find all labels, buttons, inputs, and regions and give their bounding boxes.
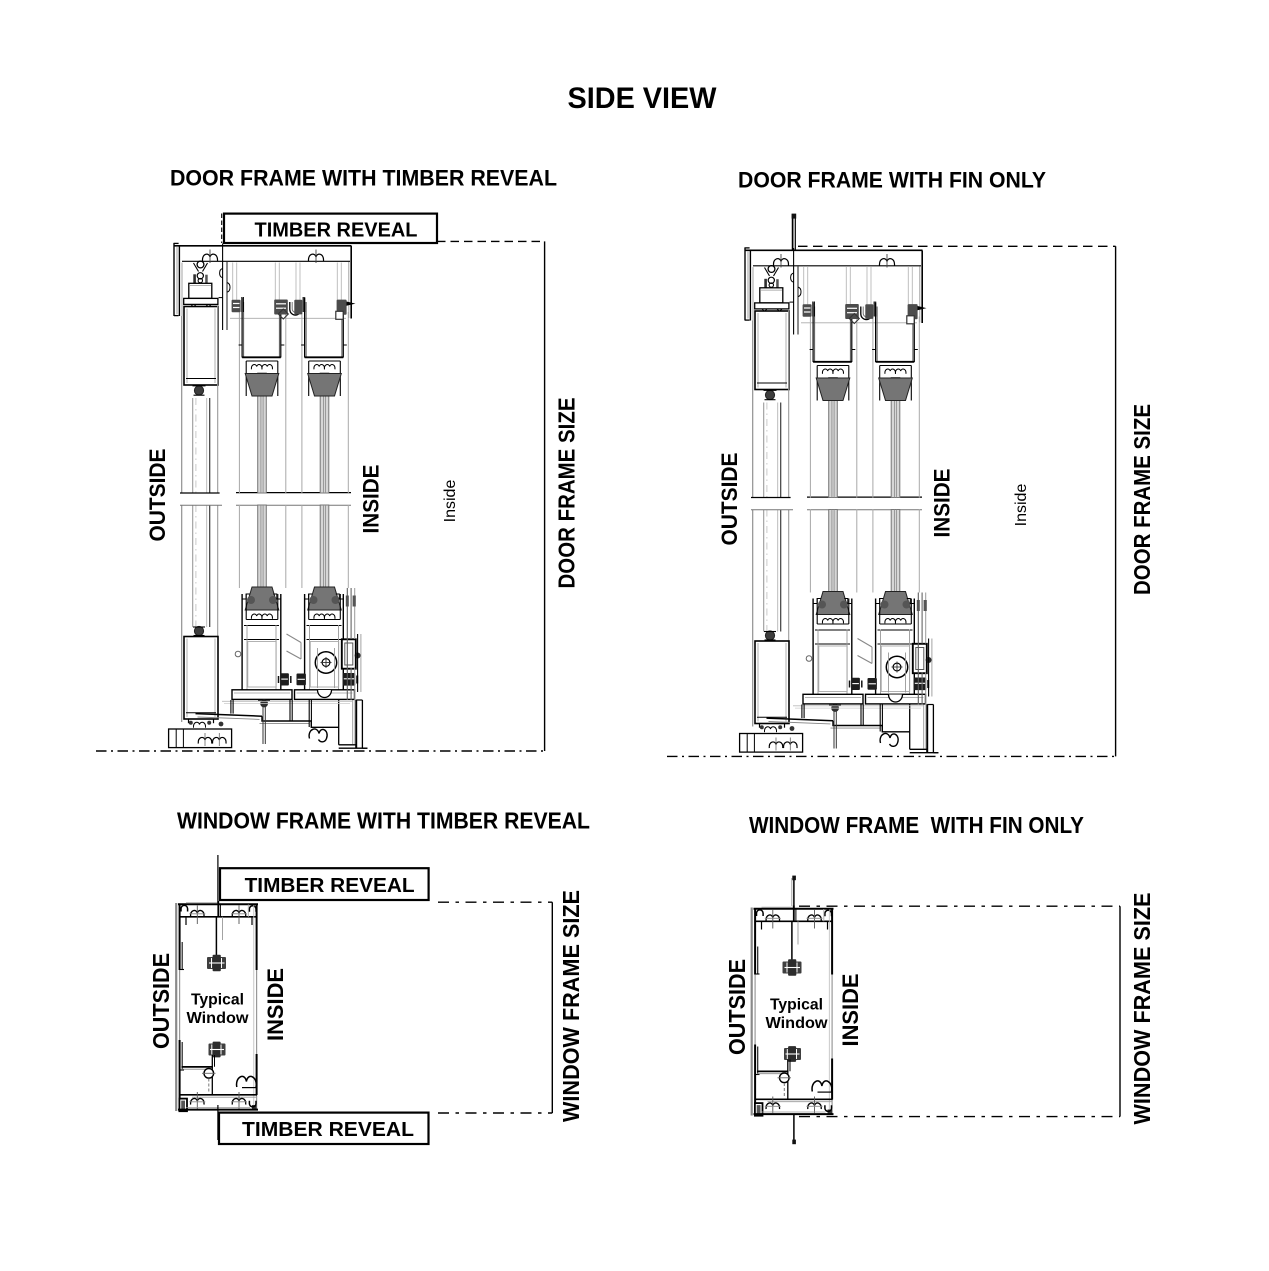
svg-text:TIMBER REVEAL: TIMBER REVEAL xyxy=(242,1119,414,1141)
svg-text:INSIDE: INSIDE xyxy=(930,469,955,538)
svg-text:WINDOW FRAME WITH FIN ONLY: WINDOW FRAME WITH FIN ONLY xyxy=(749,812,1084,838)
svg-text:Inside: Inside xyxy=(1013,484,1030,527)
svg-text:OUTSIDE: OUTSIDE xyxy=(145,449,170,542)
svg-text:INSIDE: INSIDE xyxy=(838,974,863,1047)
svg-text:Typical: Typical xyxy=(191,992,244,1009)
svg-text:Typical: Typical xyxy=(770,997,823,1014)
svg-text:OUTSIDE: OUTSIDE xyxy=(724,959,750,1055)
svg-text:INSIDE: INSIDE xyxy=(359,465,384,534)
svg-text:TIMBER REVEAL: TIMBER REVEAL xyxy=(245,875,415,897)
svg-text:WINDOW FRAME SIZE: WINDOW FRAME SIZE xyxy=(1129,893,1155,1125)
svg-text:Window: Window xyxy=(766,1015,829,1032)
svg-text:SIDE VIEW: SIDE VIEW xyxy=(568,82,718,115)
svg-text:INSIDE: INSIDE xyxy=(263,968,288,1041)
svg-text:OUTSIDE: OUTSIDE xyxy=(148,953,174,1049)
svg-text:DOOR FRAME WITH TIMBER REVEAL: DOOR FRAME WITH TIMBER REVEAL xyxy=(170,166,557,191)
svg-text:DOOR FRAME WITH FIN ONLY: DOOR FRAME WITH FIN ONLY xyxy=(738,168,1046,193)
svg-text:Inside: Inside xyxy=(442,480,459,523)
svg-text:OUTSIDE: OUTSIDE xyxy=(717,453,742,546)
svg-text:Window: Window xyxy=(187,1010,250,1027)
svg-text:WINDOW FRAME WITH TIMBER REVEA: WINDOW FRAME WITH TIMBER REVEAL xyxy=(177,808,590,834)
svg-text:DOOR FRAME SIZE: DOOR FRAME SIZE xyxy=(1129,404,1155,595)
svg-text:DOOR FRAME SIZE: DOOR FRAME SIZE xyxy=(554,398,580,589)
svg-text:TIMBER REVEAL: TIMBER REVEAL xyxy=(255,220,418,242)
svg-text:WINDOW FRAME SIZE: WINDOW FRAME SIZE xyxy=(558,890,584,1122)
